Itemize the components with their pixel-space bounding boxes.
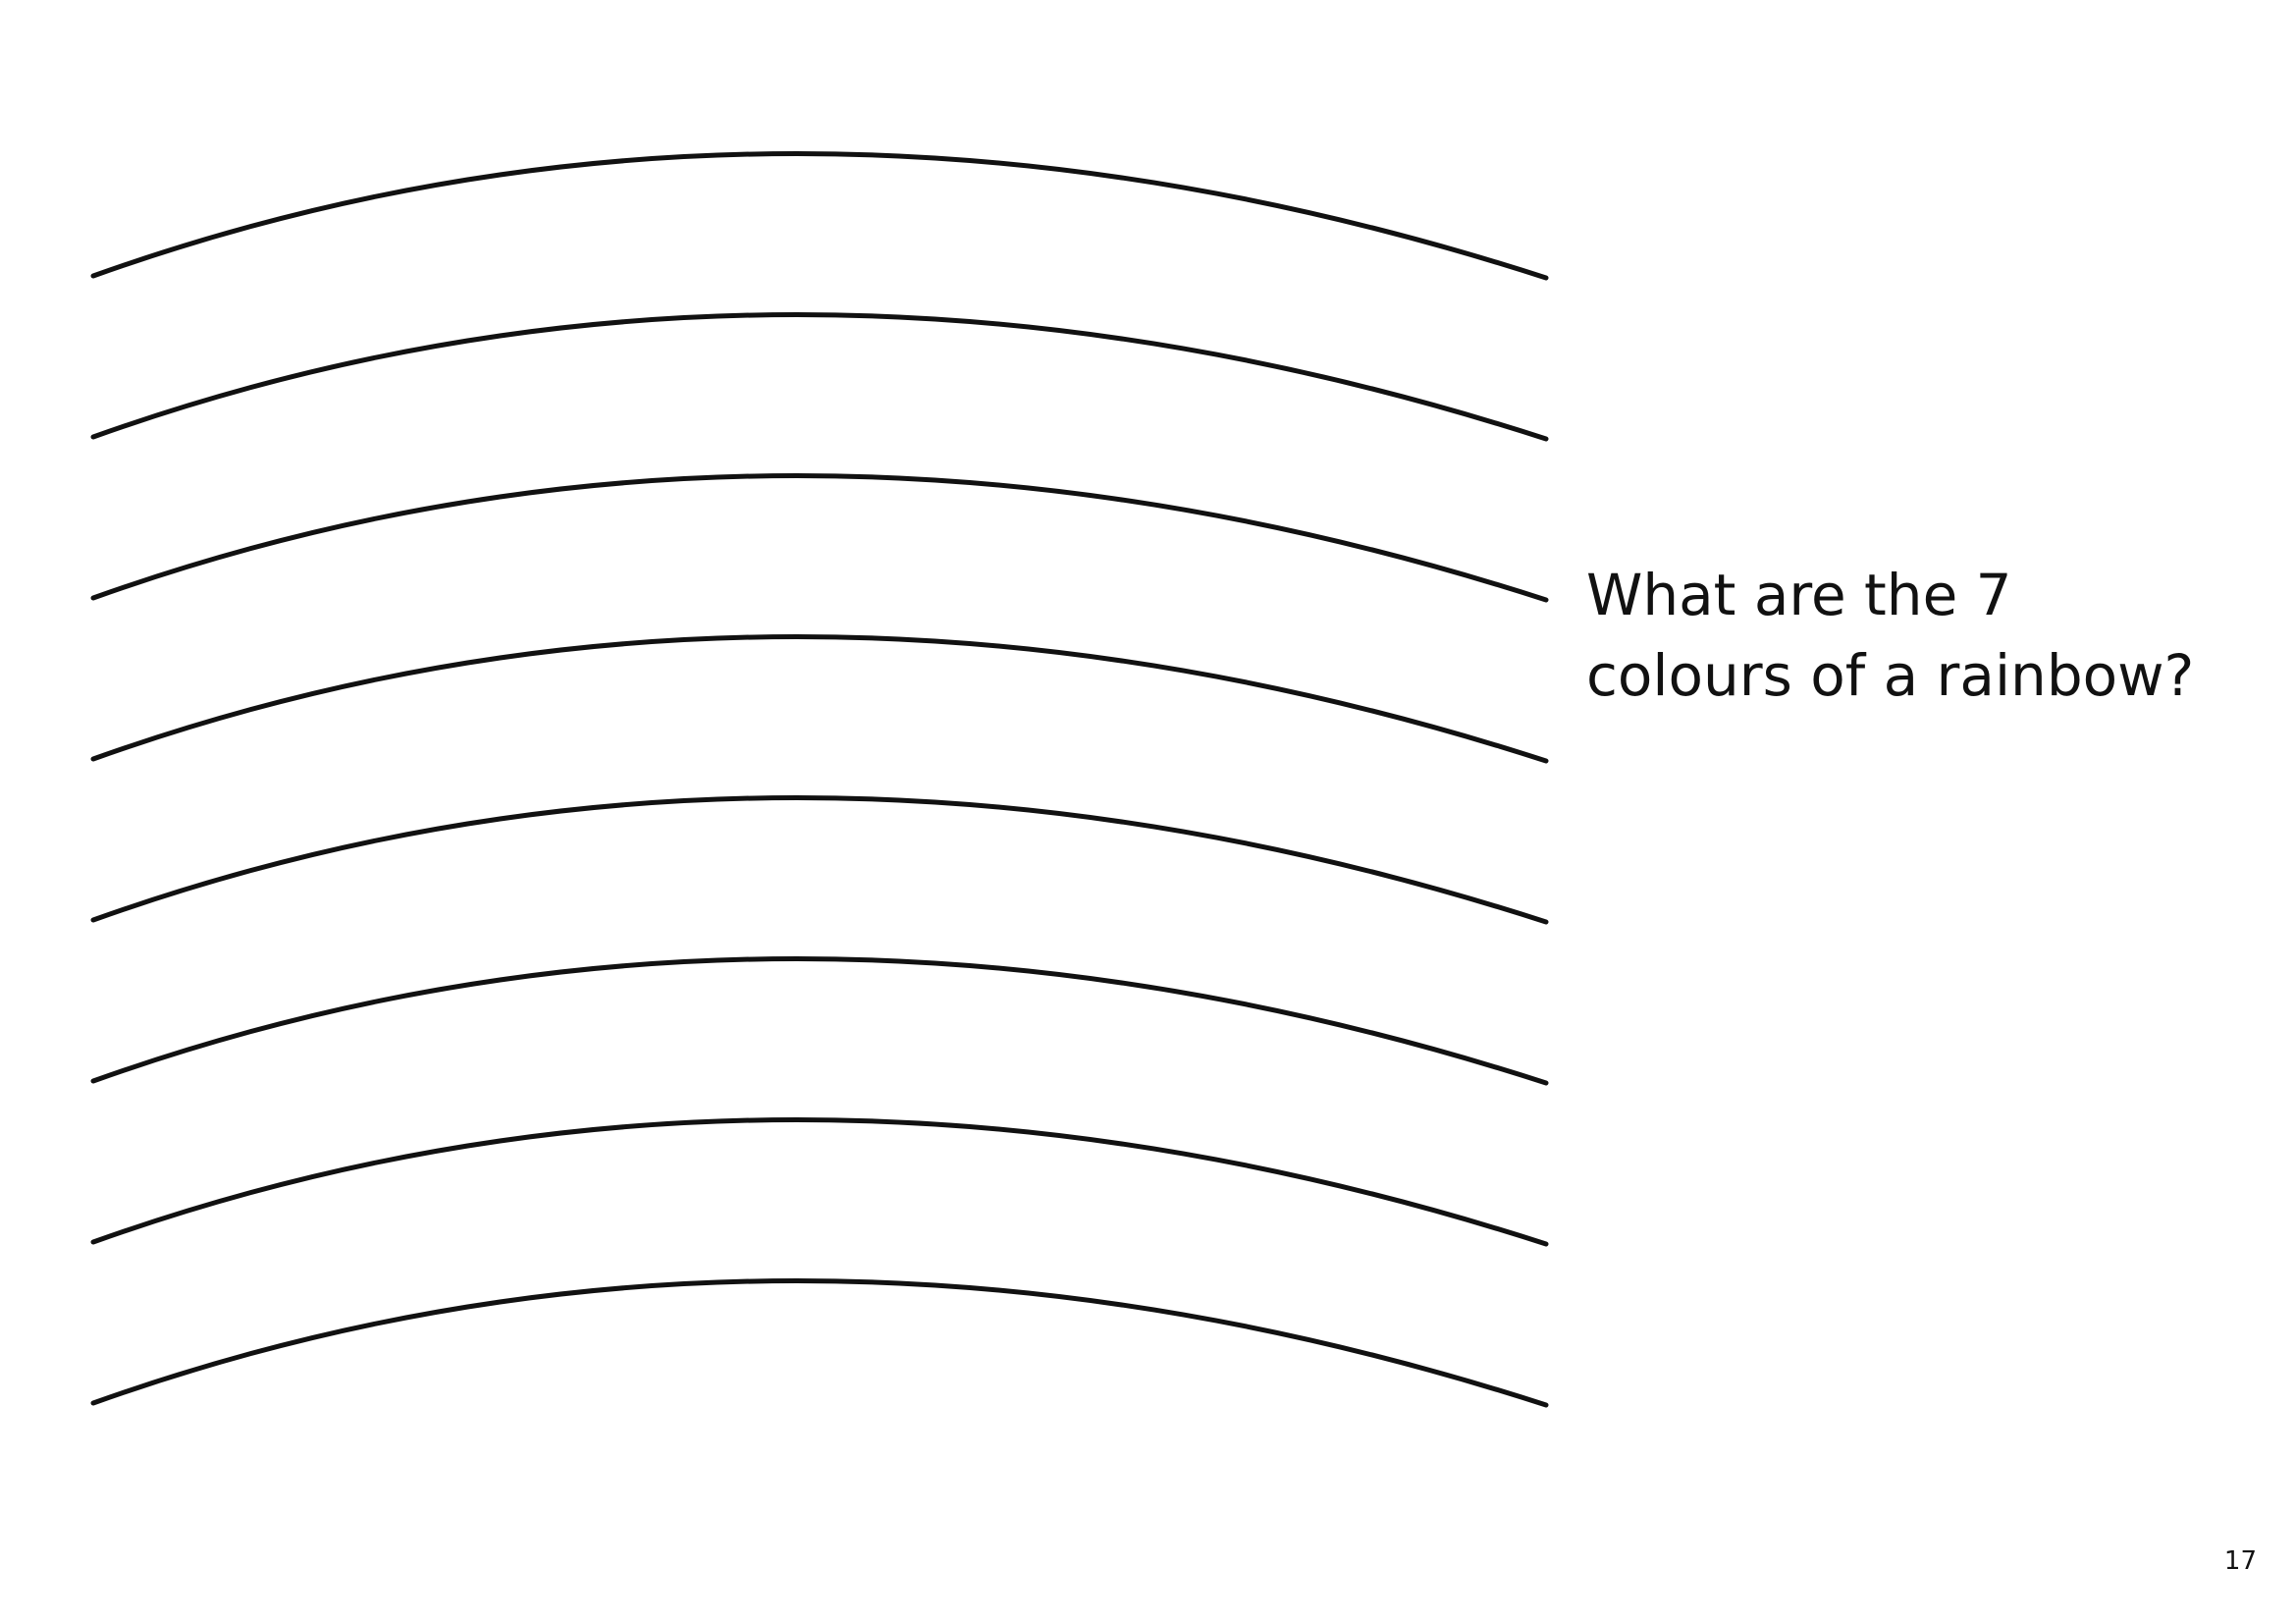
rainbow-band-line	[90, 1117, 1549, 1247]
question-line-1: What are the 7	[1586, 562, 2012, 628]
rainbow-band-line	[90, 312, 1549, 442]
rainbow-band-line	[90, 1278, 1549, 1408]
rainbow-band-line	[90, 473, 1549, 603]
rainbow-band-line	[90, 956, 1549, 1086]
page-number: 17	[2223, 1546, 2257, 1576]
rainbow-band-line	[90, 795, 1549, 925]
rainbow-question: What are the 7 colours of a rainbow?	[1586, 555, 2273, 716]
question-line-2: colours of a rainbow?	[1586, 642, 2195, 709]
rainbow-band-line	[90, 634, 1549, 764]
rainbow-band-line	[90, 151, 1549, 281]
